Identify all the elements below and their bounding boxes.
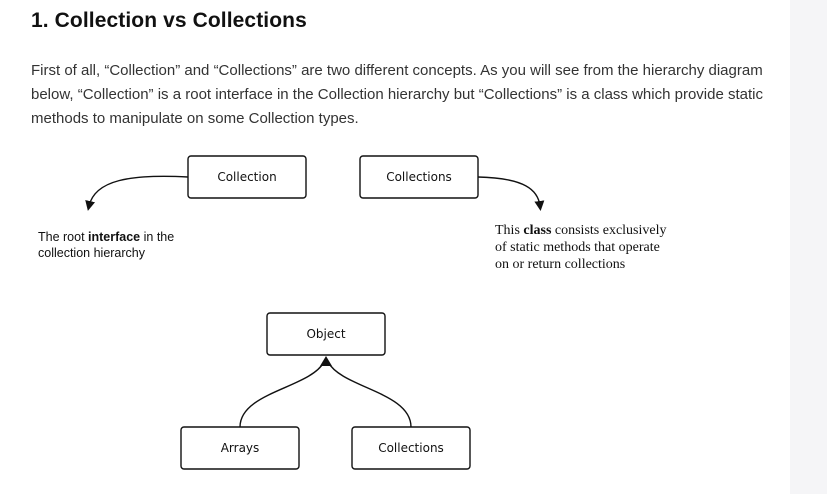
svg-text:The root interface in the: The root interface in the <box>38 230 174 244</box>
collections-child-box: Collections <box>351 426 471 470</box>
class-note-text: This <box>495 223 523 238</box>
interface-note-keyword: interface <box>88 230 140 244</box>
intro-paragraph: First of all, “Collection” and “Collecti… <box>31 62 763 127</box>
object-box: Object <box>266 312 386 356</box>
collections-child-box-label: Collections <box>378 441 444 455</box>
class-note-line3: on or return collections <box>495 257 625 272</box>
class-note-line2: of static methods that operate <box>495 240 660 255</box>
svg-text:This class consists exclusivel: This class consists exclusively <box>495 223 667 238</box>
class-note-keyword: class <box>523 223 552 238</box>
object-box-label: Object <box>306 327 345 341</box>
collection-arrow <box>85 175 189 211</box>
arrays-box: Arrays <box>180 426 300 470</box>
collections-inheritance-line <box>327 361 412 428</box>
collections-box: Collections <box>359 155 479 199</box>
hierarchy-diagram: Collection Collections The root interfac… <box>38 155 667 470</box>
interface-note-line2: collection hierarchy <box>38 246 146 260</box>
right-side-panel <box>790 0 827 494</box>
interface-note-text: The root <box>38 230 88 244</box>
article-content: 1. Collection vs Collections First of al… <box>31 9 763 470</box>
section-heading: 1. Collection vs Collections <box>31 9 307 32</box>
class-note-text: consists exclusively <box>551 223 666 238</box>
inheritance-arrowhead <box>320 356 332 366</box>
collections-arrow <box>477 176 545 211</box>
collection-box-label: Collection <box>217 170 276 184</box>
collection-box: Collection <box>187 155 307 199</box>
interface-note-text: in the <box>140 230 174 244</box>
interface-note: The root interface in the collection hie… <box>38 230 174 260</box>
collections-box-label: Collections <box>386 170 452 184</box>
arrays-inheritance-line <box>239 361 325 428</box>
arrays-box-label: Arrays <box>221 441 260 455</box>
class-note: This class consists exclusively of stati… <box>495 223 667 272</box>
